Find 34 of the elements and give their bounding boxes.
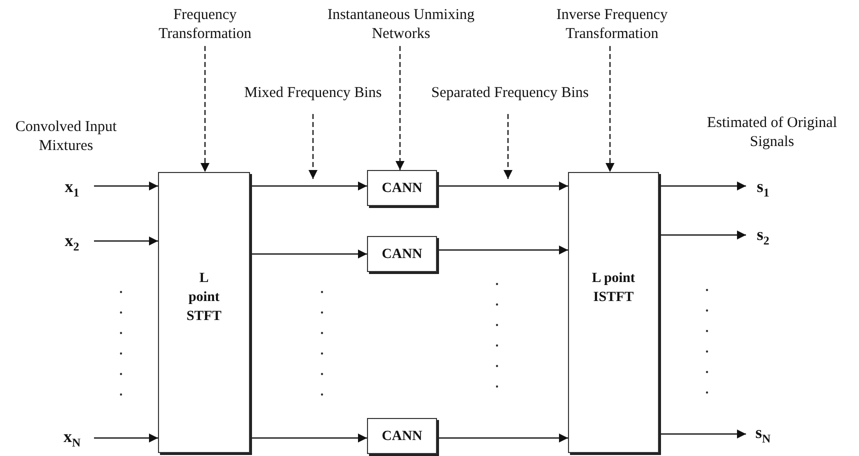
annotation-text: Mixed Frequency Bins [244, 84, 382, 102]
annotation-text: Instantaneous Unmixing Networks [326, 6, 476, 44]
arrow [437, 246, 568, 254]
arrow [94, 182, 158, 190]
annotation-text: Inverse Frequency Transformation [555, 6, 669, 44]
arrow [94, 434, 158, 442]
annotation-text: Convolved Input Mixtures [14, 118, 118, 156]
arrow [94, 236, 158, 246]
block-label: CANN [382, 428, 422, 446]
cann-block [367, 418, 437, 454]
dashed-arrow [308, 114, 318, 179]
arrow [250, 182, 367, 190]
cann-block [367, 170, 437, 206]
arrow [659, 430, 746, 438]
dashed-arrow [200, 46, 210, 172]
arrow [659, 182, 746, 190]
arrow [250, 250, 367, 258]
arrow [437, 434, 568, 442]
annotation-text: Separated Frequency Bins [431, 84, 589, 102]
arrow [250, 434, 367, 442]
arrow [437, 182, 568, 190]
block-label: L point STFT [185, 270, 222, 326]
arrow [659, 230, 746, 240]
block-label: CANN [382, 180, 422, 198]
dashed-arrow [606, 46, 614, 172]
block-label: L point ISTFT [592, 270, 636, 307]
dashed-arrow [504, 114, 512, 179]
transform-block [158, 172, 250, 453]
annotation-text: Frequency Transformation [158, 6, 252, 44]
annotation-text: Estimated of Original Signals [706, 114, 838, 152]
block-label: CANN [382, 246, 422, 264]
cann-block [367, 236, 437, 272]
dashed-arrow [396, 46, 404, 170]
transform-block [568, 172, 659, 453]
